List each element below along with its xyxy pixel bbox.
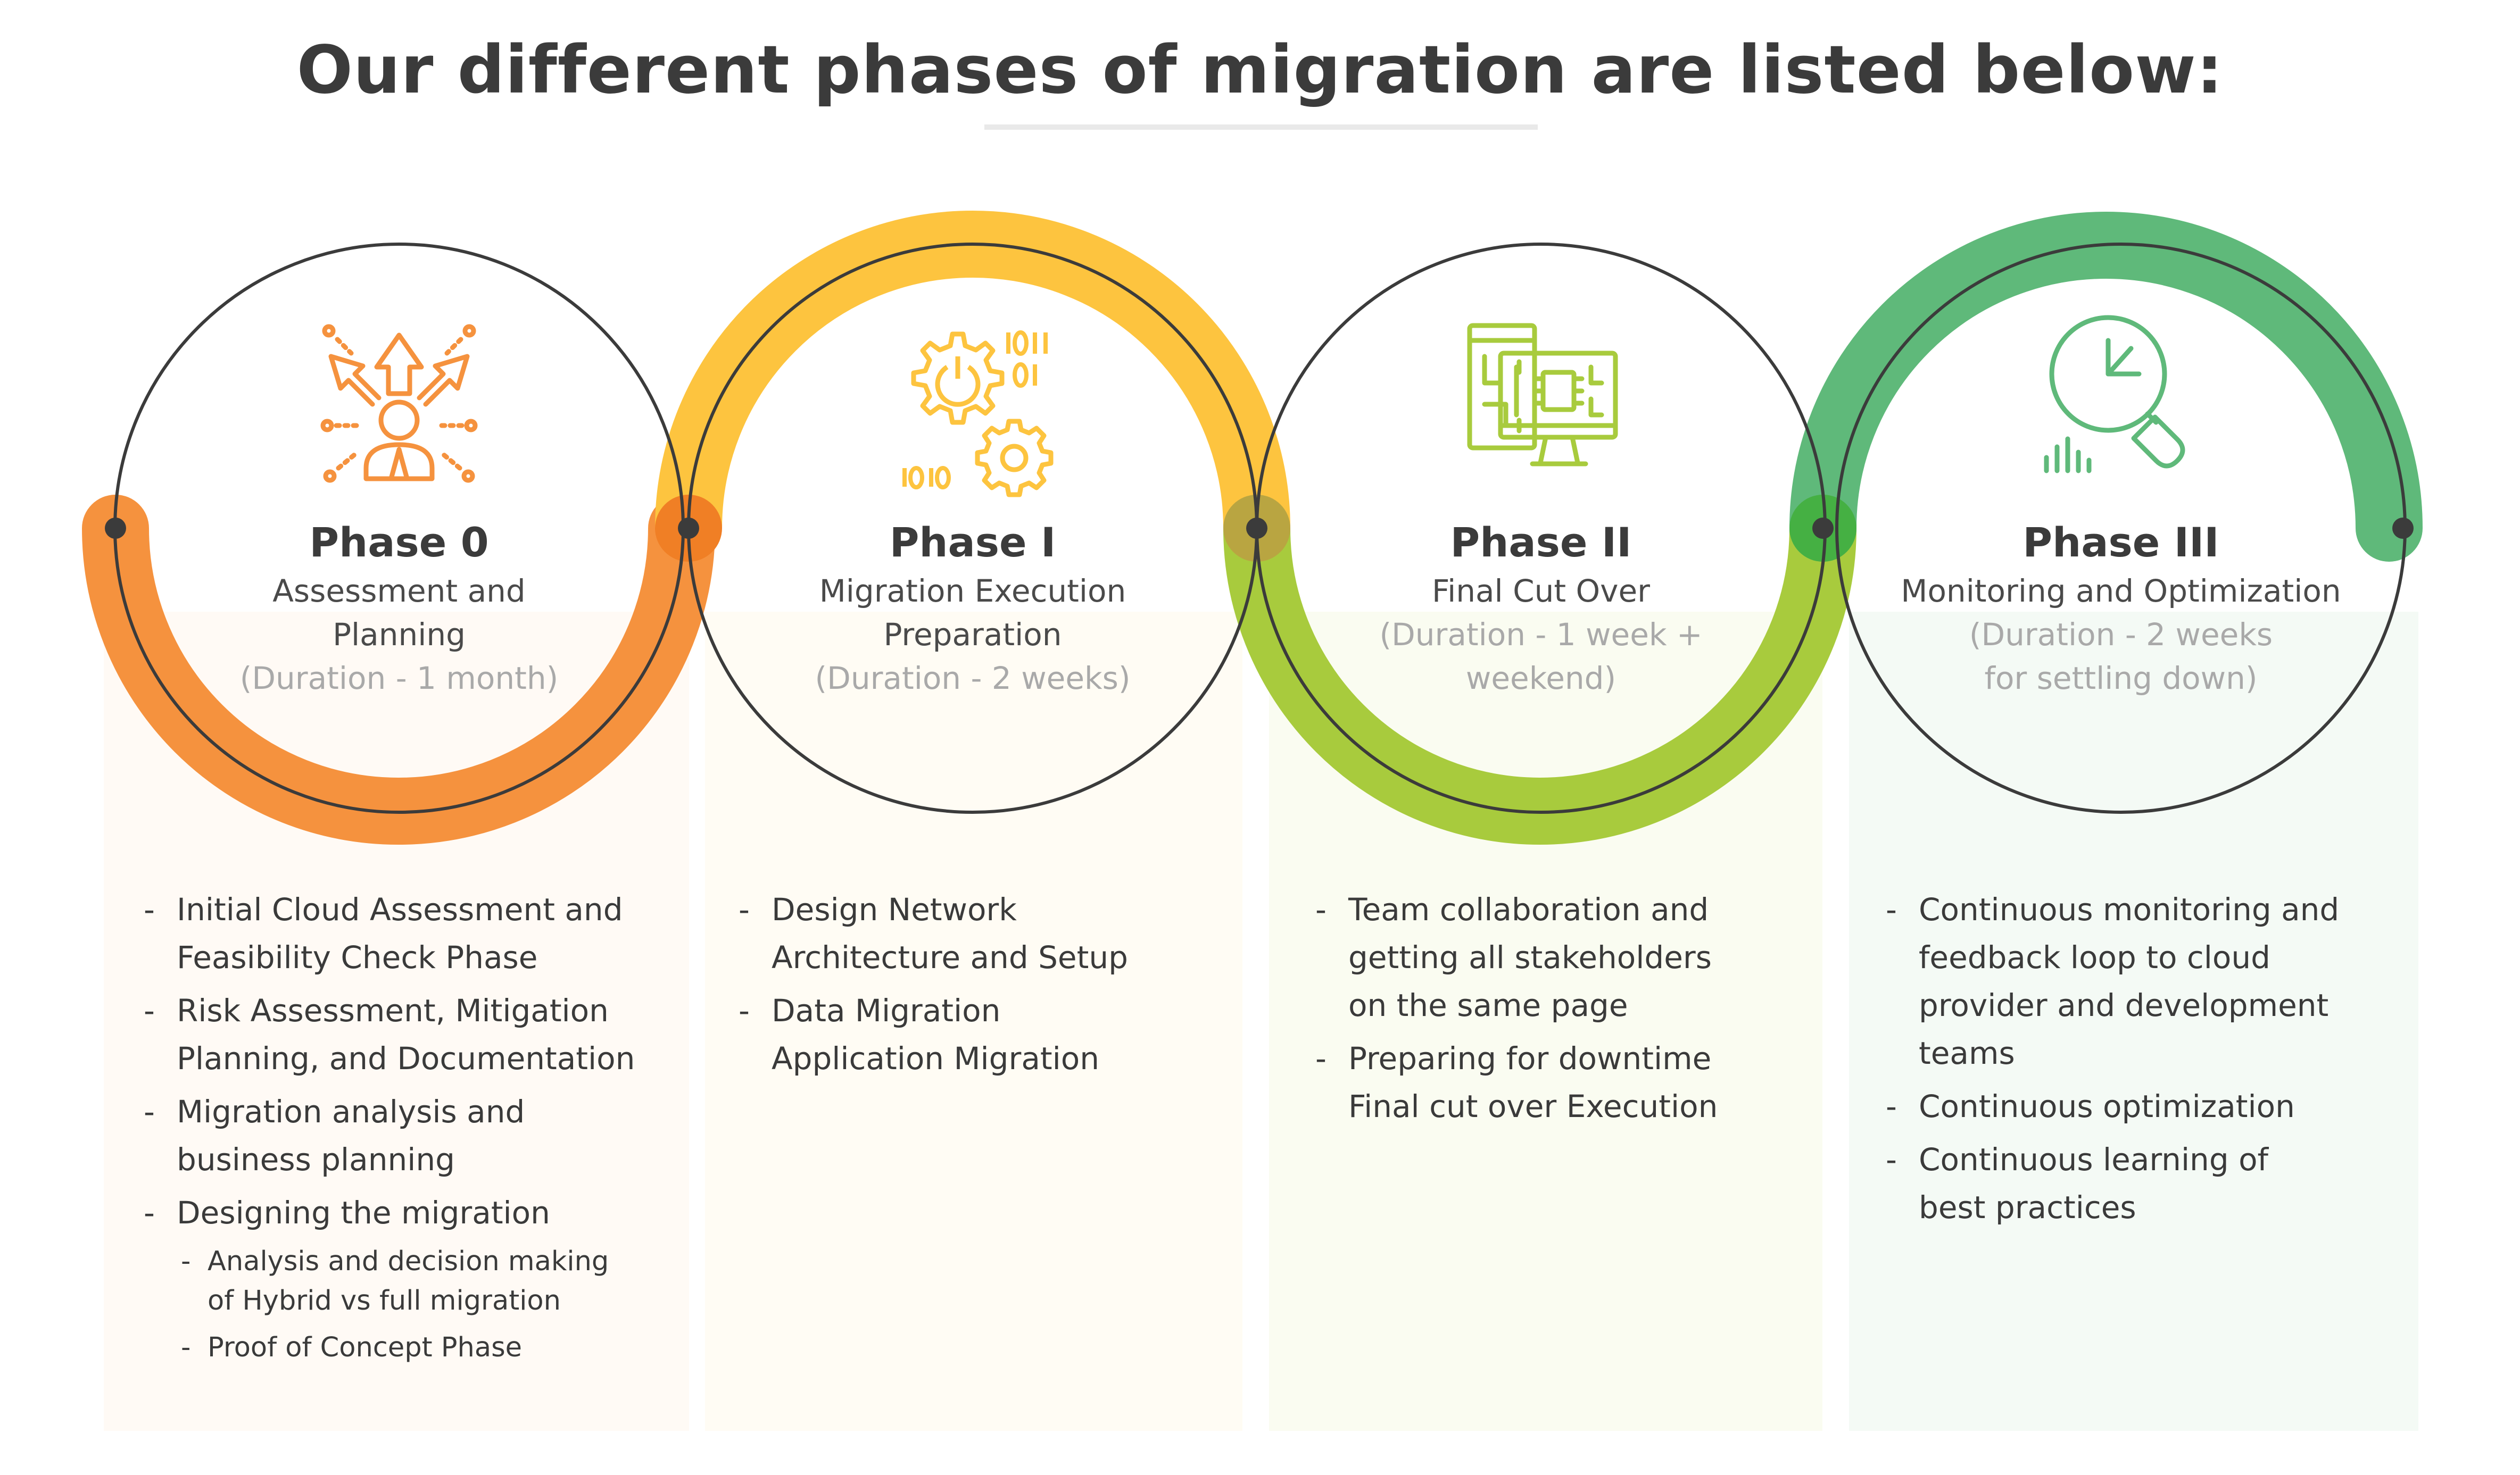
bullet-text: Analysis and decision making of Hybrid v…	[208, 1246, 609, 1316]
node-start	[105, 518, 126, 539]
bullet-item: -Continuous learning of best practices	[1886, 1136, 2407, 1231]
bullet-item: -Designing the migration	[144, 1189, 681, 1237]
bullet-item: -Continuous monitoring and feedback loop…	[1886, 886, 2407, 1077]
bullet-item: -Preparing for downtime Final cut over E…	[1315, 1035, 1805, 1130]
bullet-dash: -	[144, 891, 155, 928]
phase-2-subtitle: Final Cut Over	[1431, 573, 1651, 609]
bullet-dash: -	[739, 891, 750, 928]
person-with-outward-arrows-icon	[320, 324, 478, 483]
phase-0-header: Phase 0 Assessment and Planning (Duratio…	[170, 516, 628, 700]
bullet-dash: -	[1886, 1141, 1897, 1178]
bullet-item: -Continuous optimization	[1886, 1082, 2407, 1130]
phase-0-duration: (Duration - 1 month)	[239, 660, 559, 696]
phase-1-arc	[655, 211, 1290, 529]
circuit-monitor-icon	[1467, 323, 1618, 466]
bullet-dash: -	[739, 993, 750, 1029]
phase-2-header: Phase II Final Cut Over (Duration - 1 we…	[1312, 516, 1770, 700]
bullet-text: Team collaboration and getting all stake…	[1348, 891, 1712, 1023]
phase-3-duration: (Duration - 2 weeks for settling down)	[1969, 616, 2273, 696]
sub-bullet-item: -Proof of Concept Phase	[181, 1328, 681, 1368]
node-2-3	[1812, 518, 1834, 539]
phase-3-header: Phase III Monitoring and Optimization (D…	[1892, 516, 2350, 700]
page-title: Our different phases of migration are li…	[296, 32, 2224, 109]
node-0-1	[678, 518, 699, 539]
bullet-text: Data Migration Application Migration	[772, 993, 1099, 1077]
bullet-item: -Risk Assessment, Mitigation Planning, a…	[144, 987, 681, 1082]
gears-binary-icon	[902, 330, 1054, 497]
bullet-item: -Data Migration Application Migration	[739, 987, 1228, 1082]
bullet-dash: -	[181, 1332, 191, 1363]
bullet-text: Continuous learning of best practices	[1919, 1141, 2268, 1226]
phase-1-title: Phase I	[889, 519, 1056, 566]
sub-bullet-item: -Analysis and decision making of Hybrid …	[181, 1242, 681, 1321]
bullet-text: Migration analysis and business planning	[177, 1094, 525, 1178]
phase-2-duration: (Duration - 1 week + weekend)	[1379, 616, 1703, 696]
phase-3-arc	[1789, 212, 2423, 562]
bullet-item: -Migration analysis and business plannin…	[144, 1088, 681, 1184]
bullet-dash: -	[144, 1195, 155, 1231]
bullet-text: Continuous monitoring and feedback loop …	[1919, 891, 2340, 1071]
phase-3-column-bg	[1849, 612, 2418, 1431]
bullet-dash: -	[144, 1094, 155, 1130]
title-underline	[984, 124, 1538, 130]
bullet-text: Proof of Concept Phase	[208, 1332, 523, 1363]
bullet-text: Continuous optimization	[1919, 1088, 2295, 1124]
bullet-text: Preparing for downtime Final cut over Ex…	[1348, 1040, 1718, 1124]
bullet-text: Design Network Architecture and Setup	[772, 891, 1128, 976]
bullet-text: Initial Cloud Assessment and Feasibility…	[177, 891, 623, 976]
bullet-item: -Team collaboration and getting all stak…	[1315, 886, 1805, 1029]
bullet-item: -Design Network Architecture and Setup	[739, 886, 1228, 981]
bullet-dash: -	[181, 1246, 191, 1277]
node-end	[2392, 518, 2414, 539]
bullet-dash: -	[1315, 1040, 1327, 1077]
phase-0-title: Phase 0	[309, 519, 489, 566]
phase-3-bullets: -Continuous monitoring and feedback loop…	[1886, 886, 2407, 1237]
bullet-dash: -	[144, 993, 155, 1029]
bullet-dash: -	[1886, 1088, 1897, 1124]
phase-3-subtitle: Monitoring and Optimization	[1901, 573, 2341, 609]
phase-2-title: Phase II	[1450, 519, 1632, 566]
phase-1-subtitle: Migration Execution Preparation	[819, 573, 1126, 653]
phase-1-header: Phase I Migration Execution Preparation …	[744, 516, 1201, 700]
phase-0-bullets: -Initial Cloud Assessment and Feasibilit…	[144, 886, 681, 1375]
phase-1-duration: (Duration - 2 weeks)	[815, 660, 1131, 696]
bullet-text: Risk Assessment, Mitigation Planning, an…	[177, 993, 635, 1077]
chart-magnifier-icon	[2044, 315, 2185, 473]
phase-2-bullets: -Team collaboration and getting all stak…	[1315, 886, 1805, 1136]
bullet-dash: -	[1886, 891, 1897, 928]
phase-0-subtitle: Assessment and Planning	[272, 573, 526, 653]
node-1-2	[1246, 518, 1267, 539]
bullet-dash: -	[1315, 891, 1327, 928]
phase-1-bullets: -Design Network Architecture and Setup-D…	[739, 886, 1228, 1088]
bullet-text: Designing the migration	[177, 1195, 550, 1231]
bullet-item: -Initial Cloud Assessment and Feasibilit…	[144, 886, 681, 981]
phase-3-title: Phase III	[2022, 519, 2219, 566]
